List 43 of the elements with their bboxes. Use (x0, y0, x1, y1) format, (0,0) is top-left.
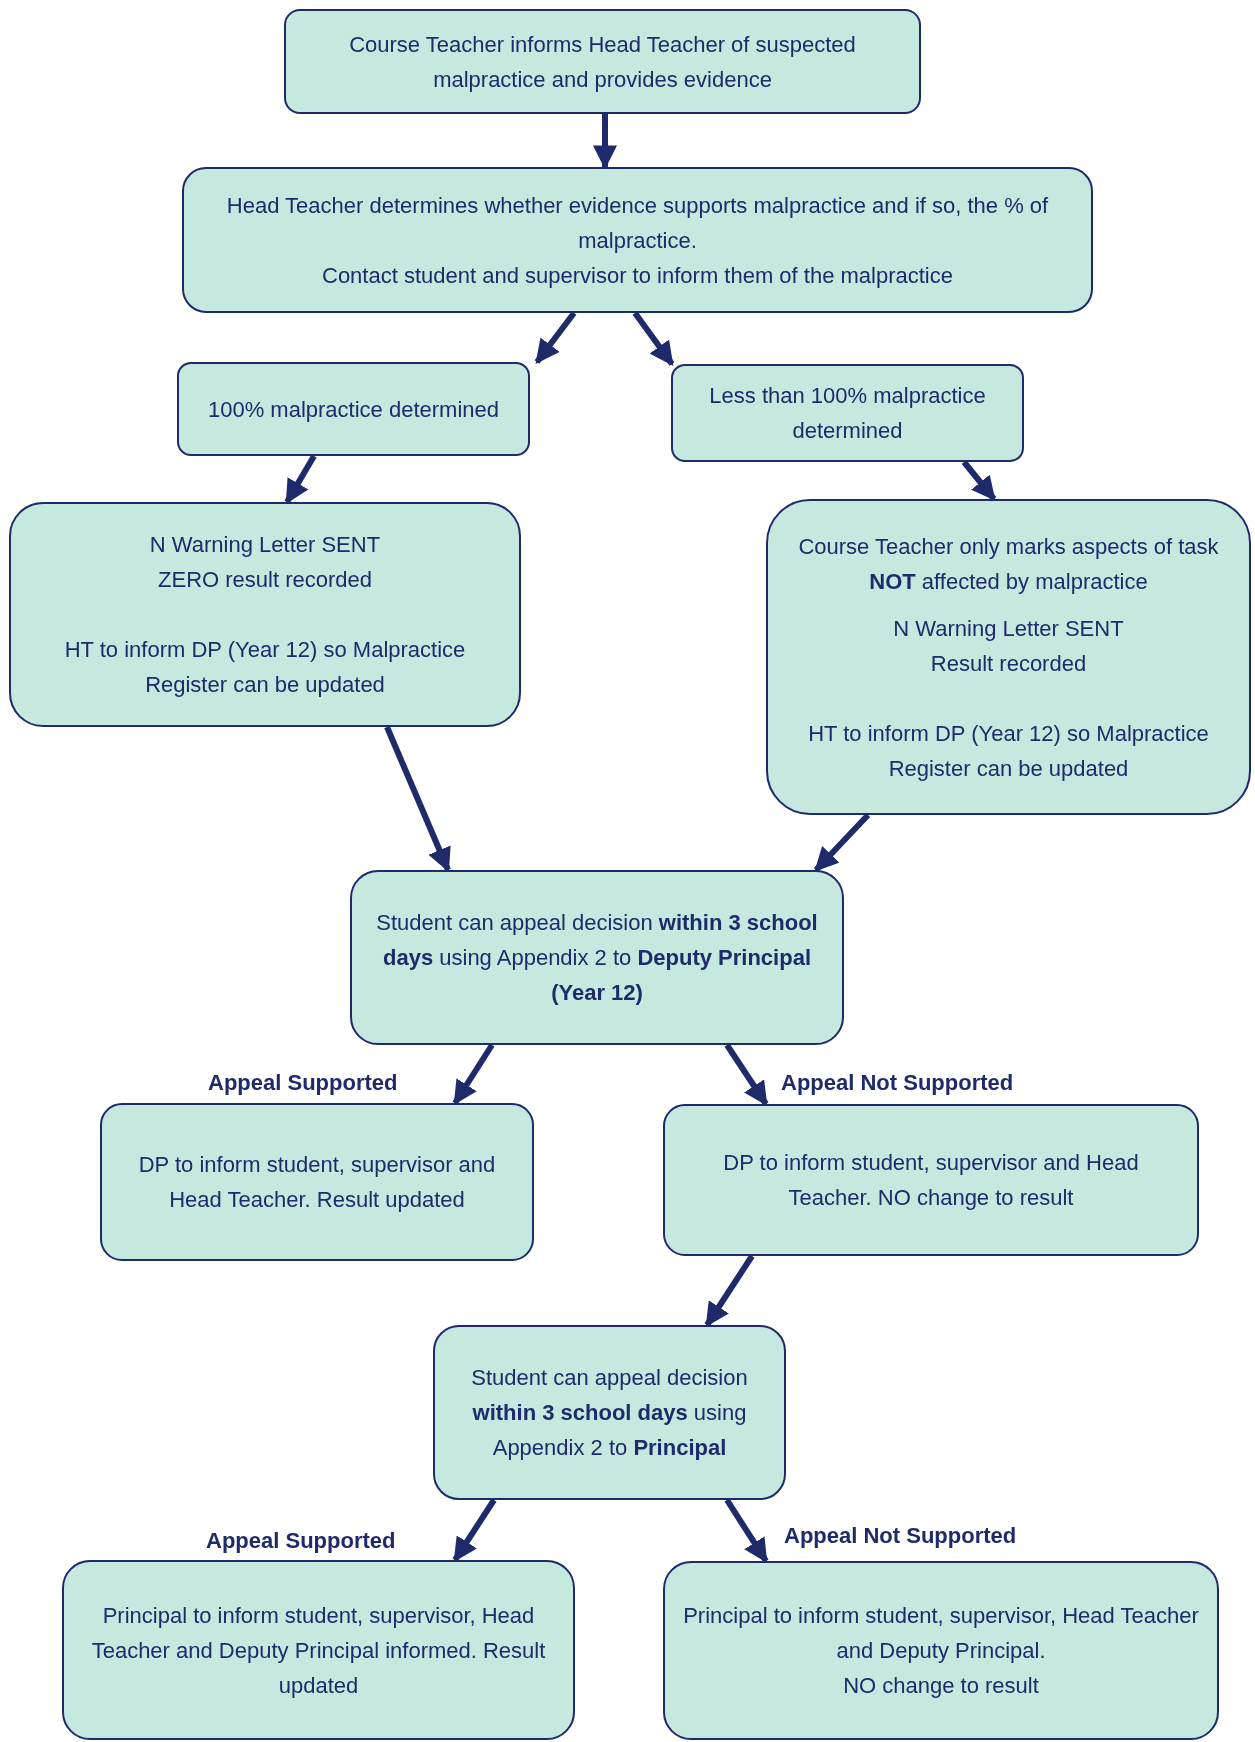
arrow (593, 114, 617, 170)
arrow (704, 1254, 755, 1327)
box-text: ZERO result recorded (158, 566, 372, 594)
arrow (284, 454, 317, 505)
arrow (724, 1498, 769, 1563)
arrow (534, 311, 577, 364)
arrow (452, 1498, 497, 1562)
box-text: Head Teacher determines whether evidence supports malpractice and if so, the % of malpractice. (225, 191, 1050, 255)
process-box (9, 502, 521, 727)
process-box (100, 1103, 534, 1261)
box-text: Student can appeal decision within 3 school days using Appendix 2 to Deputy Principal (Year 12) (375, 909, 819, 1007)
box-text: HT to inform DP (Year 12) so Malpractice Register can be updated (807, 719, 1210, 783)
box-text: Student can appeal decision within 3 school days using Appendix 2 to Principal (470, 1364, 749, 1462)
process-box (177, 362, 530, 456)
process-box (350, 870, 844, 1045)
arrow (813, 812, 871, 873)
box-text: NO change to result (843, 1672, 1039, 1700)
box-text: HT to inform DP (Year 12) so Malpractice Register can be updated (63, 636, 467, 699)
arrow (632, 311, 675, 366)
arrow (452, 1043, 495, 1105)
process-box (284, 9, 921, 114)
arrow (384, 725, 451, 873)
box-text: N Warning Letter SENT (893, 614, 1124, 643)
box-text: 100% malpractice determined (207, 395, 499, 424)
process-box (433, 1325, 786, 1500)
box-text: Principal to inform student, supervisor, Head Teacher and Deputy Principal informed. Result updated (90, 1601, 547, 1700)
box-text: Principal to inform student, supervisor, Head Teacher and Deputy Principal. (682, 1602, 1200, 1665)
box-text: N Warning Letter SENT (149, 531, 381, 559)
box-text: Course Teacher informs Head Teacher of suspected malpractice and provides evidence (348, 30, 857, 94)
box-text: DP to inform student, supervisor and Head Teacher. NO change to result (722, 1149, 1140, 1212)
box-text: Course Teacher only marks aspects of task NOT affected by malpractice (797, 532, 1220, 596)
process-box (663, 1561, 1219, 1740)
process-box (671, 364, 1024, 462)
box-text: DP to inform student, supervisor and Head Teacher. Result updated (137, 1151, 497, 1214)
process-box (182, 167, 1093, 313)
box-text: Less than 100% malpractice determined (708, 382, 987, 445)
box-text: Contact student and supervisor to inform them of the malpractice (322, 261, 953, 290)
box-text: Result recorded (930, 649, 1087, 678)
process-box (766, 499, 1251, 815)
arrow (724, 1043, 769, 1106)
arrow (961, 460, 997, 501)
process-box (663, 1104, 1199, 1256)
process-box (62, 1560, 575, 1740)
